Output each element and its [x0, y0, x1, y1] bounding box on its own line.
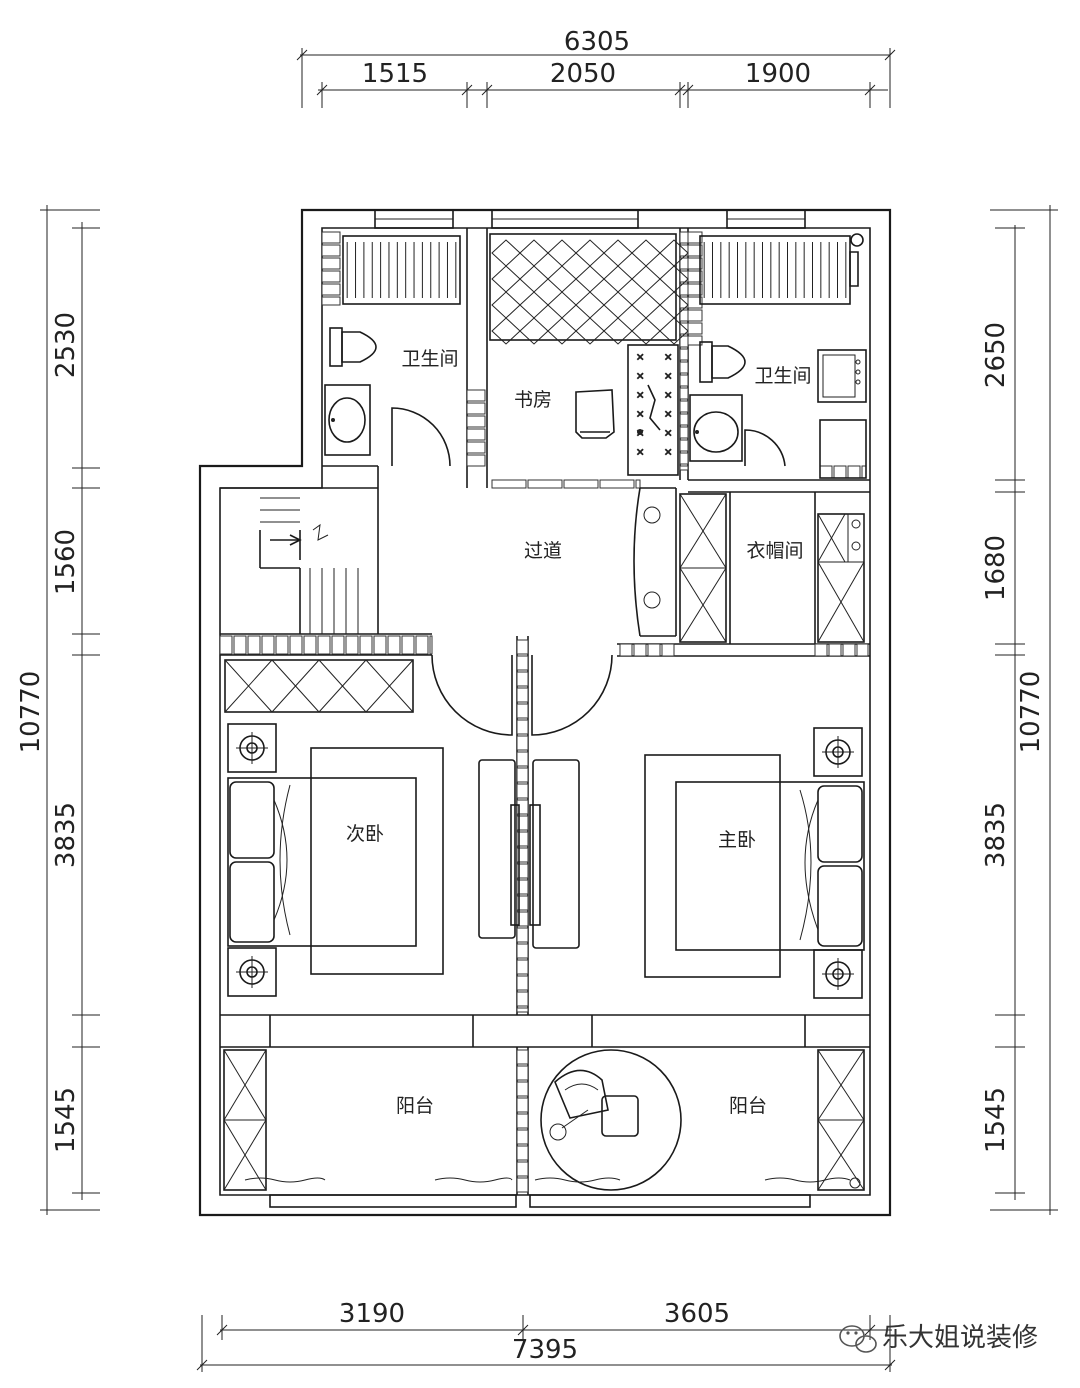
nightstand-lamp-top-left-icon [227, 723, 277, 773]
room-label-bathroom-left: 卫生间 [401, 348, 458, 370]
balcony-left: 阳台 [223, 1049, 513, 1191]
dim-right-seg-1: 2650 [981, 322, 1011, 388]
dim-top-seg-3: 1900 [745, 59, 811, 89]
master-bedroom: 主卧 [531, 654, 865, 999]
corridor-cabinet [633, 487, 641, 637]
nightstand-lamp-bottom-left-icon [227, 947, 277, 997]
left-dimensions: 2530 1560 3835 1545 10770 [16, 205, 100, 1215]
dim-right-seg-3: 3835 [981, 802, 1011, 868]
sink-corridor-2-icon [643, 591, 661, 609]
drying-rack-left [244, 1177, 326, 1183]
nightstand-lamp-bottom-right-icon [813, 949, 863, 999]
dim-top-total: 6305 [564, 27, 630, 57]
bed-second-bedroom [227, 777, 417, 947]
sink-corridor-1-icon [643, 506, 661, 524]
room-label-bathroom-right: 卫生间 [754, 365, 811, 387]
break-line [312, 523, 329, 541]
drying-rack-right [534, 1177, 621, 1183]
sink-left-icon [324, 384, 371, 456]
bed-master-bedroom [675, 781, 865, 951]
right-bathroom: 卫生间 [689, 233, 867, 479]
left-bathroom: 卫生间 [324, 235, 461, 467]
svg-text:×: × [664, 409, 672, 420]
round-rug [540, 1049, 682, 1191]
svg-text:×: × [664, 428, 672, 439]
room-label-corridor: 过道 [524, 540, 562, 562]
dim-top-seg-2: 2050 [550, 59, 616, 89]
dim-bottom-total: 7395 [512, 1335, 578, 1365]
dim-left-seg-3: 3835 [51, 802, 81, 868]
svg-text:×: × [664, 447, 672, 458]
bottom-windows [269, 1194, 811, 1208]
svg-text:×: × [664, 390, 672, 401]
rug-master-bedroom [644, 754, 781, 978]
room-label-balcony-left: 阳台 [396, 1095, 434, 1117]
room-label-study: 书房 [514, 389, 552, 411]
radiator-left [342, 235, 461, 305]
balcony-right: 阳台 [534, 1049, 865, 1191]
lounge-chair-icon [554, 1069, 609, 1119]
lamp-cord [647, 384, 661, 431]
dim-right-seg-4: 1545 [981, 1087, 1011, 1153]
dim-left-seg-4: 1545 [51, 1087, 81, 1153]
room-label-second-bedroom: 次卧 [346, 823, 384, 845]
washing-machine-icon [817, 349, 867, 403]
door-bathroom-left[interactable] [391, 407, 451, 467]
toilet-left-icon [329, 327, 377, 367]
top-dimensions: 6305 1515 2050 1900 [296, 27, 896, 108]
svg-text:×: × [636, 390, 644, 401]
herringbone-floor [489, 233, 677, 341]
top-windows [374, 209, 806, 229]
watermark-text: 乐大姐说装修 [882, 1323, 1038, 1353]
toilet-right-icon [699, 341, 746, 383]
wechat-icon [839, 1325, 877, 1353]
room-label-balcony-right: 阳台 [729, 1095, 767, 1117]
svg-text:×: × [636, 371, 644, 382]
study-room: ×××××××××××× 书房 [489, 233, 689, 476]
dim-bottom-seg-2: 3605 [664, 1299, 730, 1329]
side-table [601, 1095, 639, 1137]
svg-text:×: × [636, 352, 644, 363]
right-dimensions: 2650 1680 3835 1545 10770 [981, 205, 1058, 1215]
radiator-right [699, 235, 851, 305]
dim-top-seg-1: 1515 [362, 59, 428, 89]
door-second-bedroom[interactable] [431, 654, 513, 736]
staircase [220, 487, 379, 634]
cloakroom: 衣帽间 [679, 493, 865, 643]
svg-text:×: × [636, 409, 644, 420]
sink-right-icon [689, 394, 743, 462]
svg-text:×: × [664, 352, 672, 363]
dim-right-total: 10770 [1016, 671, 1046, 754]
wardrobe-right [817, 513, 865, 643]
second-bedroom: 次卧 [224, 654, 513, 997]
dim-left-seg-1: 2530 [51, 312, 81, 378]
room-label-master-bedroom: 主卧 [718, 829, 756, 851]
bookshelf [627, 344, 679, 476]
dim-right-seg-2: 1680 [981, 535, 1011, 601]
room-label-cloakroom: 衣帽间 [746, 540, 803, 562]
svg-text:×: × [664, 371, 672, 382]
door-master-bedroom[interactable] [531, 654, 613, 736]
wall-brick-hatching [219, 231, 869, 1193]
dim-left-seg-2: 1560 [51, 529, 81, 595]
svg-text:×: × [636, 447, 644, 458]
desk-chair-icon [575, 389, 615, 439]
dim-bottom-seg-1: 3190 [339, 1299, 405, 1329]
door-bathroom-right[interactable] [744, 429, 786, 467]
rug-second-bedroom [310, 747, 444, 975]
tv-cabinets [478, 759, 580, 949]
wardrobe-second-bedroom [224, 659, 414, 713]
nightstand-lamp-top-right-icon [813, 727, 863, 777]
bottom-dimensions: 3190 3605 7395 [196, 1299, 896, 1372]
corridor: 过道 [524, 487, 677, 637]
dim-left-total: 10770 [16, 671, 46, 754]
watermark: 乐大姐说装修 [839, 1323, 1038, 1353]
